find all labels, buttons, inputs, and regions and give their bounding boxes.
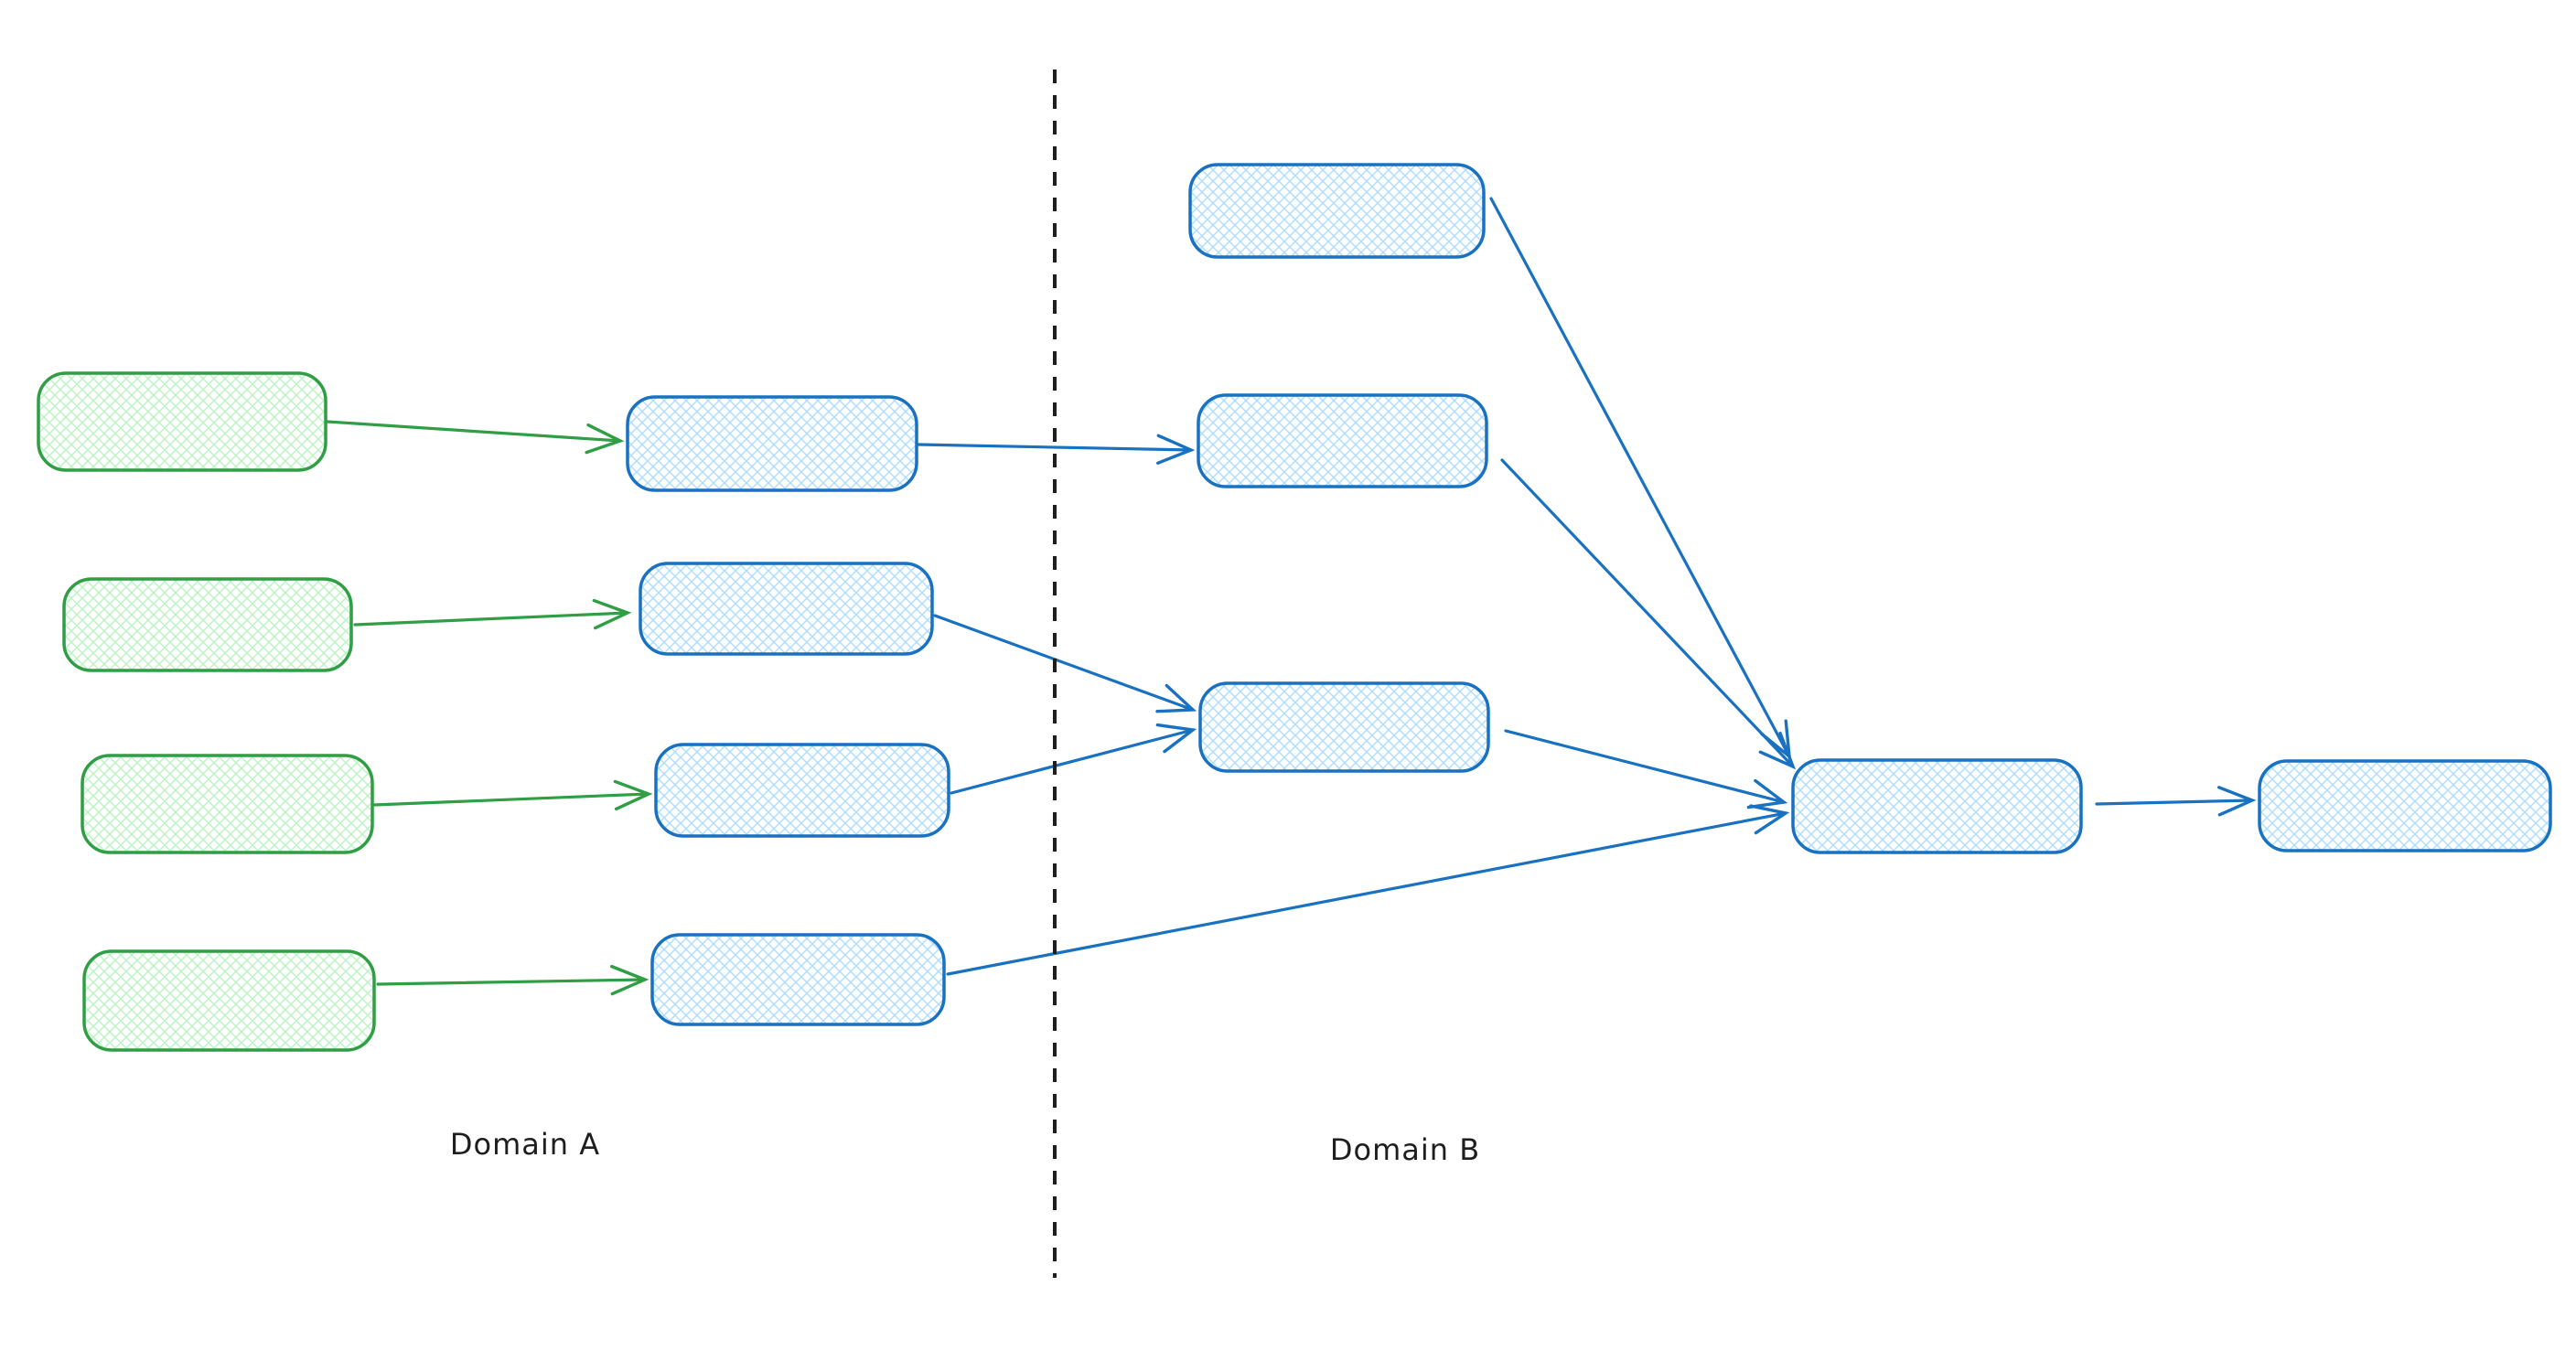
edge-bnode2-bmerge bbox=[1500, 458, 1797, 770]
node-a-node-4 bbox=[650, 933, 946, 1026]
domain-a-label: Domain A bbox=[449, 1127, 601, 1162]
edges-layer bbox=[326, 197, 2257, 996]
node-a-node-1 bbox=[626, 395, 918, 492]
node-a-node-3 bbox=[654, 743, 950, 838]
node-b-output bbox=[2258, 759, 2552, 852]
node-a-source-1 bbox=[37, 371, 327, 472]
node-a-source-2 bbox=[62, 577, 353, 672]
node-b-node-1 bbox=[1188, 163, 1486, 259]
node-a-source-3 bbox=[80, 754, 374, 854]
edge-bmerge-boutput bbox=[2095, 786, 2257, 817]
edge-bnode3-bmerge bbox=[1504, 729, 1788, 809]
node-a-node-2 bbox=[639, 562, 934, 656]
edge-asource1-anode1 bbox=[326, 420, 625, 455]
domain-b-label: Domain B bbox=[1329, 1132, 1481, 1167]
edge-anode1-bnode2 bbox=[917, 434, 1196, 465]
node-b-node-3 bbox=[1198, 681, 1490, 773]
edge-asource4-anode4 bbox=[376, 964, 649, 996]
node-a-source-4 bbox=[82, 949, 376, 1052]
edge-anode3-bnode3 bbox=[950, 723, 1197, 795]
node-b-node-2 bbox=[1197, 393, 1488, 488]
edge-asource3-anode3 bbox=[372, 779, 653, 811]
nodes-layer bbox=[37, 163, 2552, 1052]
edge-anode4-bmerge bbox=[946, 804, 1790, 976]
edge-bnode1-bmerge bbox=[1489, 197, 1792, 760]
edge-asource2-anode2 bbox=[353, 598, 632, 630]
node-b-merge bbox=[1791, 758, 2083, 854]
edge-anode2-bnode3 bbox=[933, 614, 1197, 713]
